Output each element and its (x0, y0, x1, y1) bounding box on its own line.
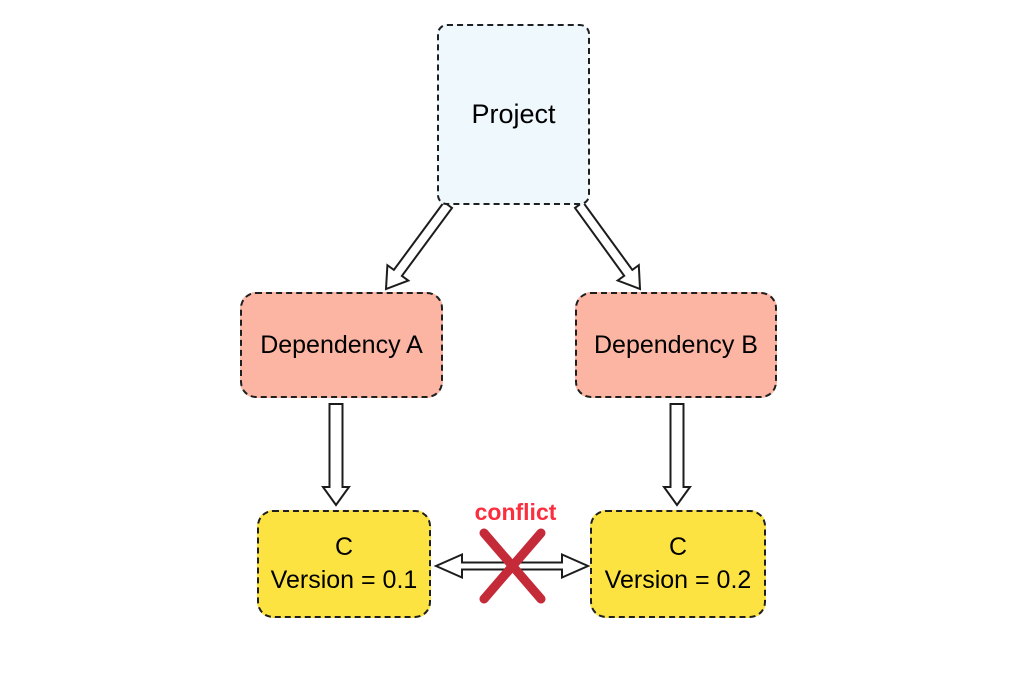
node-project: Project (437, 24, 590, 205)
node-c-version-02: C Version = 0.2 (590, 510, 766, 618)
node-c-version-01-name: C (334, 533, 354, 561)
node-dependency-b: Dependency B (575, 292, 777, 398)
conflict-label: conflict (474, 499, 557, 525)
node-project-label: Project (471, 99, 556, 129)
arrow-project-to-dependency-a-icon (384, 200, 454, 291)
node-dependency-b-label: Dependency B (593, 330, 758, 359)
arrow-dependency-a-to-c-icon (321, 403, 351, 507)
arrow-dependency-b-to-c-icon (662, 403, 692, 507)
node-dependency-a: Dependency A (240, 292, 443, 398)
node-c-version-02-version: Version = 0.2 (604, 566, 752, 594)
node-c-version-02-name: C (668, 533, 688, 561)
node-dependency-a-label: Dependency A (260, 330, 423, 359)
arrow-project-to-dependency-b-icon (573, 200, 642, 291)
node-c-version-01: C Version = 0.1 (257, 510, 431, 618)
node-c-version-01-version: Version = 0.1 (270, 566, 418, 594)
conflict-cross-icon (479, 528, 546, 604)
cross-stroke (479, 528, 546, 604)
